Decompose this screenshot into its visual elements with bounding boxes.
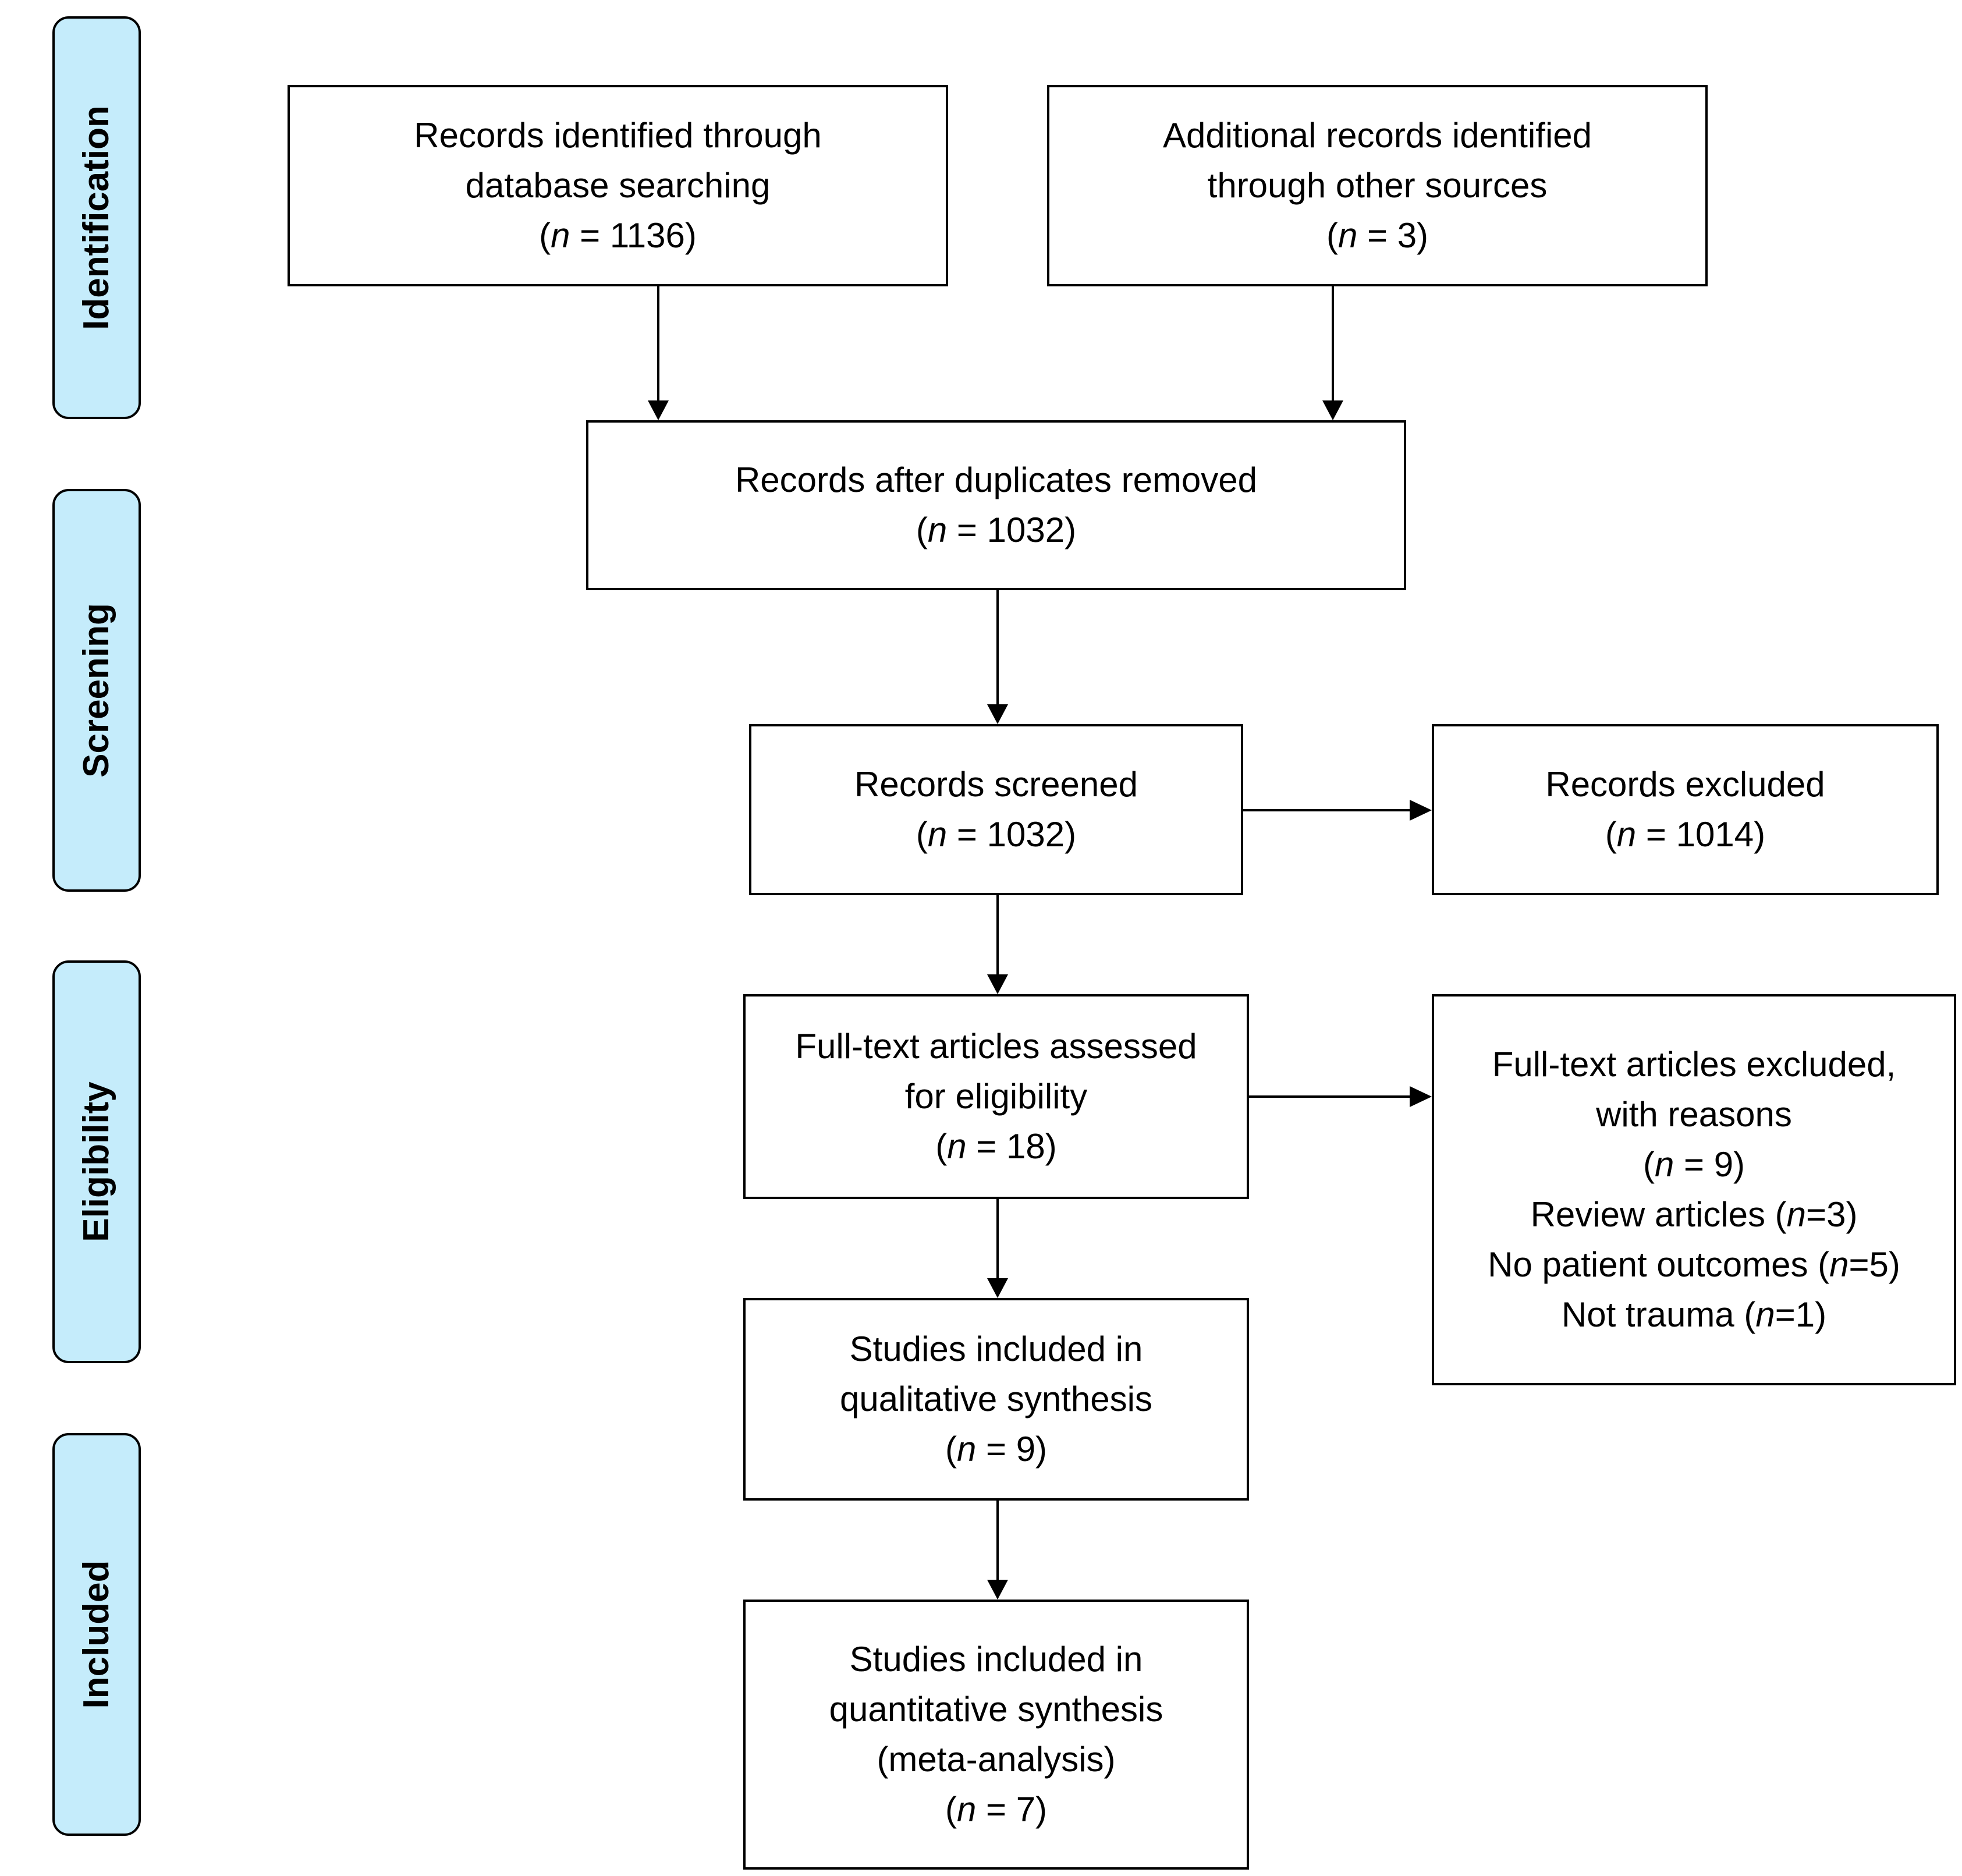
arrowhead-fulltext (987, 974, 1008, 994)
exclusion-reason-not-trauma: Not trauma (n=1) (1561, 1295, 1827, 1334)
box-quant-line1: Studies included in (849, 1640, 1143, 1679)
box-duplicates-line1: Records after duplicates removed (735, 460, 1258, 499)
arrowhead-quantitative (987, 1580, 1008, 1600)
phase-eligibility: Eligibility (52, 960, 141, 1363)
box-excluded-count: (n = 1014) (1605, 815, 1766, 854)
box-other-line1: Additional records identified (1162, 116, 1592, 155)
box-records-excluded: Records excluded (n = 1014) (1432, 724, 1939, 895)
exclusion-reason-review: Review articles (n=3) (1530, 1195, 1858, 1234)
box-records-screened: Records screened (n = 1032) (749, 724, 1243, 895)
arrowhead-fulltext-excluded (1410, 1086, 1432, 1107)
box-other-sources: Additional records identified through ot… (1047, 85, 1708, 286)
box-quantitative-synthesis: Studies included in quantitative synthes… (743, 1600, 1249, 1870)
box-database-records: Records identified through database sear… (288, 85, 948, 286)
box-duplicates-removed: Records after duplicates removed (n = 10… (586, 420, 1406, 590)
arrowhead-screened (987, 704, 1008, 724)
box-qual-line1: Studies included in (849, 1329, 1143, 1368)
box-other-count: (n = 3) (1326, 216, 1429, 255)
phase-identification: Identification (52, 16, 141, 419)
exclusion-reason-no-outcomes: No patient outcomes (n=5) (1488, 1245, 1900, 1284)
box-quant-line3: (meta-analysis) (877, 1740, 1116, 1779)
box-quant-line2: quantitative synthesis (829, 1690, 1163, 1729)
box-quant-count: (n = 7) (945, 1790, 1048, 1829)
arrowhead-excluded (1410, 800, 1432, 821)
phase-screening: Screening (52, 489, 141, 892)
box-fulltext-count: (n = 18) (935, 1127, 1057, 1166)
box-fulltext-excluded: Full-text articles excluded, with reason… (1432, 994, 1956, 1385)
box-database-line2: database searching (465, 166, 771, 205)
box-ftexcl-count: (n = 9) (1642, 1145, 1745, 1184)
arrowhead-database (648, 400, 669, 420)
box-fulltext-line2: for eligibility (904, 1077, 1088, 1116)
arrowhead-qualitative (987, 1278, 1008, 1298)
box-database-line1: Records identified through (414, 116, 822, 155)
box-duplicates-count: (n = 1032) (916, 510, 1077, 549)
box-ftexcl-line1: Full-text articles excluded, (1492, 1045, 1896, 1084)
box-ftexcl-line2: with reasons (1596, 1095, 1792, 1134)
box-screened-line1: Records screened (854, 765, 1138, 804)
box-qualitative-synthesis: Studies included in qualitative synthesi… (743, 1298, 1249, 1501)
box-database-count: (n = 1136) (539, 216, 697, 255)
box-qual-line2: qualitative synthesis (840, 1379, 1152, 1418)
box-other-line2: through other sources (1207, 166, 1548, 205)
box-excluded-line1: Records excluded (1545, 765, 1825, 804)
box-fulltext-assessed: Full-text articles assessed for eligibil… (743, 994, 1249, 1199)
phase-included: Included (52, 1433, 141, 1836)
box-qual-count: (n = 9) (945, 1430, 1048, 1469)
arrowhead-other (1322, 400, 1343, 420)
box-fulltext-line1: Full-text articles assessed (795, 1027, 1197, 1066)
box-screened-count: (n = 1032) (916, 815, 1077, 854)
